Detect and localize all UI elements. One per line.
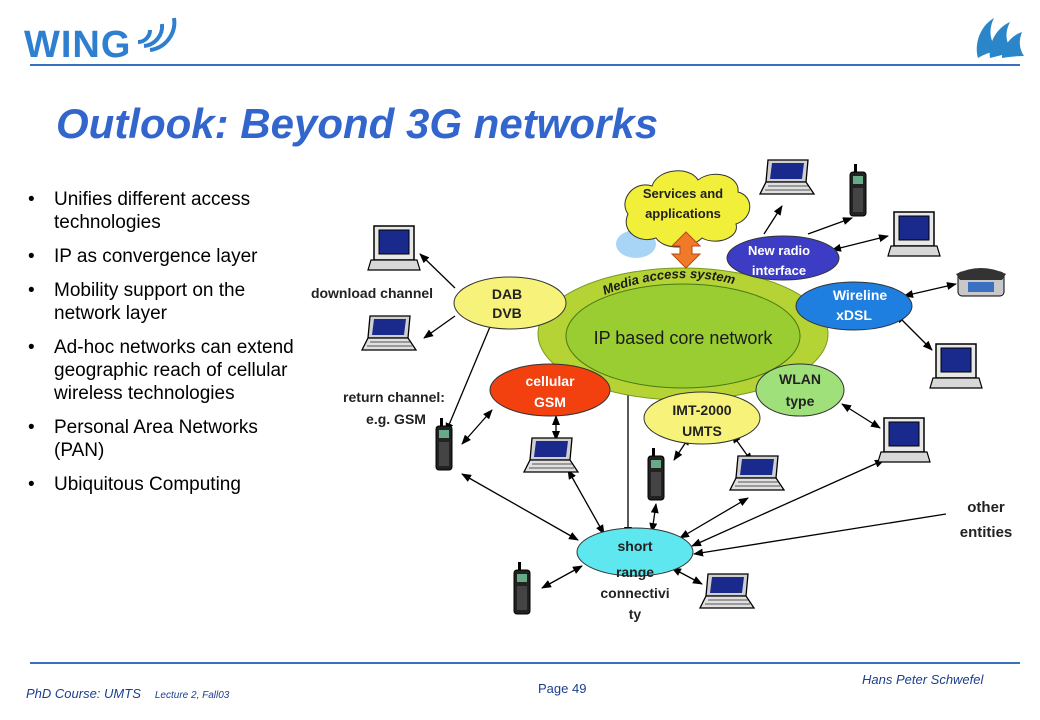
bullet-text: IP as convergence layer (54, 246, 258, 267)
bullet-glyph: • (28, 337, 35, 358)
return-channel-label-2: e.g. GSM (366, 411, 426, 427)
double-arrow-icon (670, 231, 702, 269)
footer-divider (30, 662, 1020, 664)
wlan-label-1: WLAN (779, 371, 821, 387)
footer-page-number: Page 49 (538, 681, 587, 696)
bullet-item: • Ad-hoc networks can extend geographic r… (28, 336, 298, 405)
services-label-1: Services and (643, 186, 723, 201)
bullet-item: • Personal Area Networks (PAN) (28, 416, 298, 462)
footer-author: Hans Peter Schwefel (862, 672, 984, 687)
new-radio-label-1: New radio (748, 243, 810, 258)
core-network (565, 283, 801, 389)
access-dab: DAB DVB (453, 276, 567, 330)
access-wireline: Wireline xDSL (795, 281, 913, 331)
footer-course-text: PhD Course: UMTS (26, 686, 141, 701)
access-short-range: short range connectivi ty (576, 527, 694, 622)
mobile-phone-icon (647, 447, 665, 501)
bullet-glyph: • (28, 417, 35, 438)
dab-label-2: DVB (492, 305, 522, 321)
desktop-computer-icon (367, 225, 421, 271)
laptop-icon (729, 455, 785, 491)
wing-logo-text: WING (24, 24, 132, 66)
mobile-phone-icon (435, 417, 453, 471)
laptop-icon (759, 159, 815, 195)
laptop-icon (699, 573, 755, 609)
short-range-label-4: ty (629, 606, 642, 622)
telephone-icon (956, 268, 1006, 297)
connection-lines (419, 205, 957, 589)
bullet-text: Unifies different access technologies (54, 189, 251, 233)
wifi-waves-icon (137, 17, 177, 52)
imt-label-1: IMT-2000 (672, 402, 731, 418)
access-cellular: cellular GSM (489, 363, 611, 417)
bullet-glyph: • (28, 189, 35, 210)
bullet-text: Mobility support on the network layer (54, 280, 246, 324)
short-range-label-2: range (616, 564, 654, 580)
desktop-computer-icon (929, 343, 983, 389)
bullet-item: • Unifies different access technologies (28, 188, 298, 234)
mobile-phone-icon (513, 561, 531, 615)
wireline-label-1: Wireline (833, 287, 888, 303)
bullet-list: • Unifies different access technologies •… (28, 188, 298, 507)
access-imt: IMT-2000 UMTS (643, 391, 761, 445)
wlan-label-2: type (786, 393, 815, 409)
return-channel-label-1: return channel: (343, 389, 445, 405)
access-wlan: WLAN type (755, 363, 845, 417)
imt-label-2: UMTS (682, 423, 722, 439)
desktop-computer-icon (877, 417, 931, 463)
bullet-text: Personal Area Networks (PAN) (54, 417, 258, 461)
bullet-item: • IP as convergence layer (28, 245, 298, 268)
bullet-item: • Ubiquitous Computing (28, 473, 298, 496)
footer-course: PhD Course: UMTS Lecture 2, Fall03 (26, 686, 229, 701)
footer-lecture-text: Lecture 2, Fall03 (154, 690, 230, 701)
other-entities-label-2: entities (960, 524, 1013, 541)
services-label-2: applications (645, 206, 721, 221)
cellular-label-1: cellular (525, 373, 575, 389)
bullet-text: Ubiquitous Computing (54, 474, 241, 495)
laptop-icon (523, 437, 579, 473)
download-channel-label: download channel (311, 285, 433, 301)
services-cloud: Services and applications (616, 170, 751, 258)
short-range-label-1: short (618, 538, 653, 554)
bullet-glyph: • (28, 246, 35, 267)
other-entities-label-1: other (967, 499, 1005, 516)
header-divider (30, 64, 1020, 66)
access-new-radio: New radio interface (726, 235, 840, 281)
dab-label-1: DAB (492, 286, 522, 302)
desktop-computer-icon (887, 211, 941, 257)
bullet-glyph: • (28, 474, 35, 495)
core-network-label: IP based core network (594, 328, 774, 348)
page-title: Outlook: Beyond 3G networks (56, 100, 659, 147)
bullet-text: Ad-hoc networks can extend geographic re… (54, 337, 294, 404)
bullet-glyph: • (28, 280, 35, 301)
university-logo-icon (976, 18, 1024, 58)
mobile-phone-icon (849, 163, 867, 217)
cellular-label-2: GSM (534, 394, 566, 410)
bullet-item: • Mobility support on the network layer (28, 279, 298, 325)
wing-logo: WING (24, 4, 177, 66)
laptop-icon (361, 315, 417, 351)
wireline-label-2: xDSL (836, 307, 872, 323)
short-range-label-3: connectivi (600, 585, 669, 601)
new-radio-label-2: interface (752, 263, 806, 278)
